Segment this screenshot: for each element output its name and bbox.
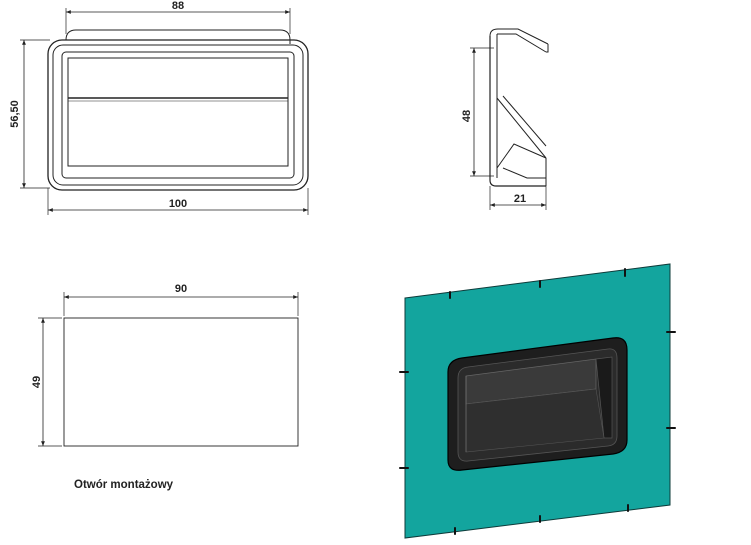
cutout-dim-width: 90 xyxy=(175,283,187,295)
cutout-dim-height: 49 xyxy=(31,376,43,388)
side-dim-depth: 21 xyxy=(514,193,526,205)
front-dim-height: 56,50 xyxy=(9,100,21,128)
front-dim-top-width: 88 xyxy=(172,0,184,12)
cutout-caption: Otwór montażowy xyxy=(74,479,174,491)
front-view xyxy=(20,8,309,215)
panel-clips xyxy=(399,268,676,535)
handle-3d-render xyxy=(399,263,676,539)
front-dim-bottom-width: 100 xyxy=(169,198,187,210)
side-dim-height: 48 xyxy=(461,110,473,122)
cutout-view xyxy=(38,292,299,447)
side-view xyxy=(470,28,549,210)
